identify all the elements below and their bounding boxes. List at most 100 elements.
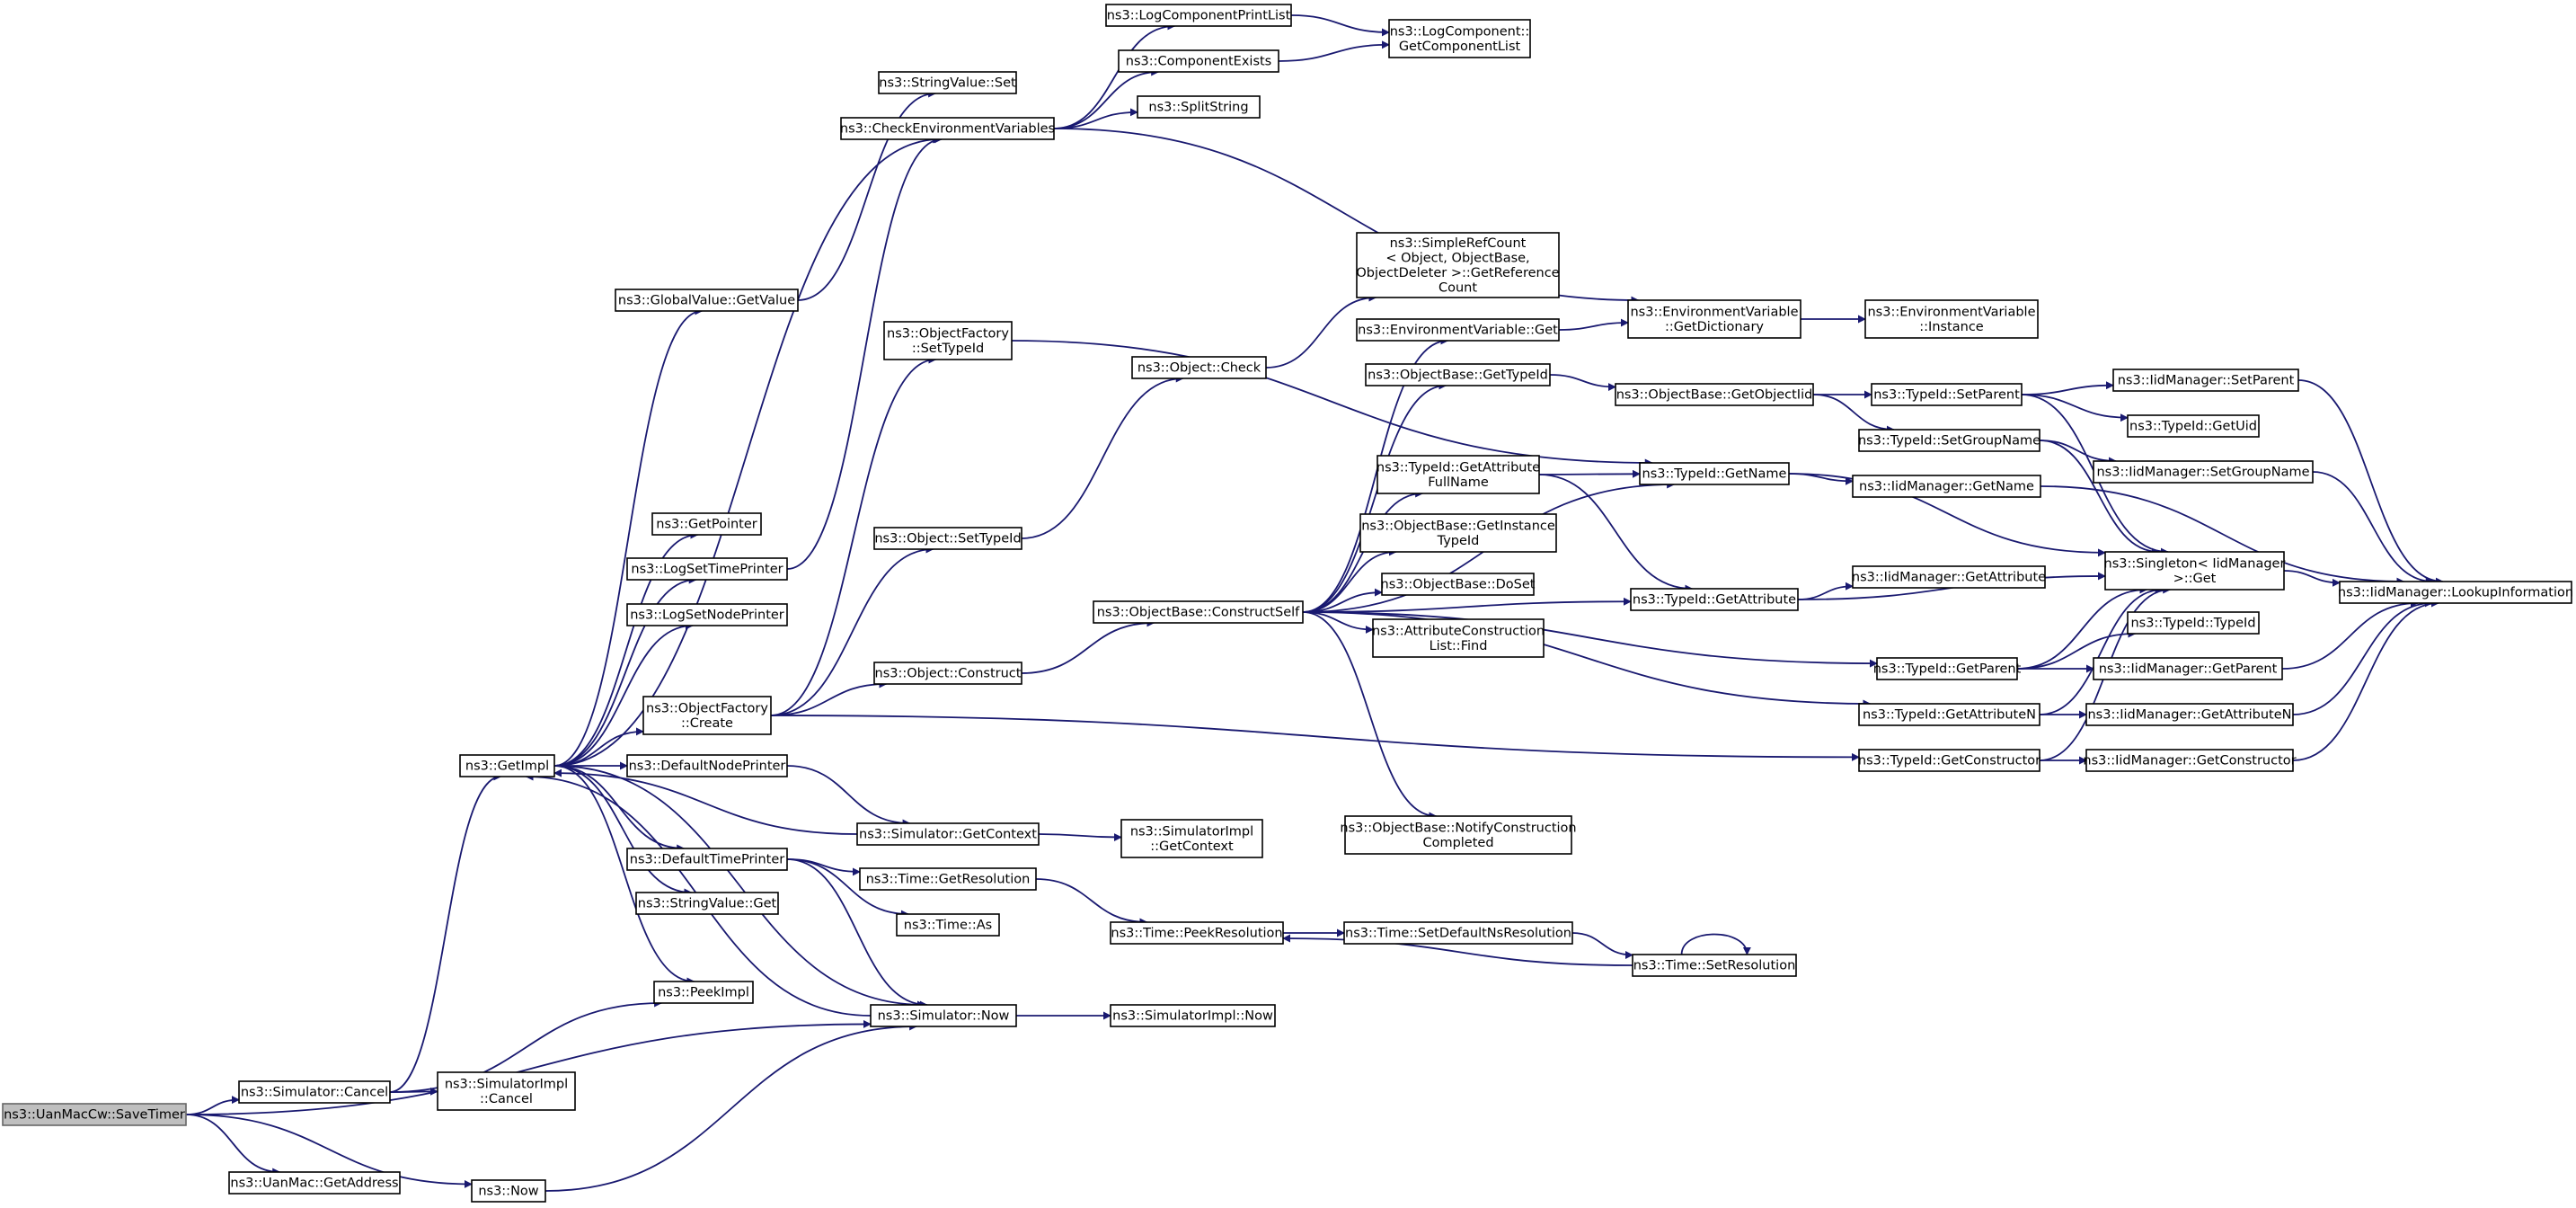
node-obj-check[interactable]: ns3::Object::Check bbox=[1131, 356, 1267, 379]
node-box bbox=[1359, 513, 1557, 553]
node-singleton-get[interactable]: ns3::Singleton< IidManager>::Get bbox=[2104, 551, 2286, 591]
node-label: ns3::SimulatorImpl bbox=[1130, 824, 1253, 839]
node-logsetnodeprinter[interactable]: ns3::LogSetNodePrinter bbox=[626, 603, 788, 626]
node-box bbox=[1615, 383, 1814, 406]
node-iid-getparent[interactable]: ns3::IidManager::GetParent bbox=[2093, 657, 2283, 680]
node-compexists[interactable]: ns3::ComponentExists bbox=[1118, 49, 1279, 73]
node-box bbox=[1632, 954, 1797, 977]
edge-tid-setparent-to-iid-setparent bbox=[2021, 381, 2114, 395]
edge-sim-cancel-to-getimpl bbox=[389, 772, 502, 1093]
node-tid-getattributen[interactable]: ns3::TypeId::GetAttributeN bbox=[1858, 703, 2040, 726]
node-tid-getattribute[interactable]: ns3::TypeId::GetAttribute bbox=[1630, 588, 1799, 611]
node-box bbox=[228, 1171, 401, 1195]
node-simplerefcount[interactable]: ns3::SimpleRefCount< Object, ObjectBase,… bbox=[1356, 232, 1560, 298]
node-box bbox=[2104, 551, 2285, 591]
node-checkenv[interactable]: ns3::CheckEnvironmentVariables bbox=[840, 117, 1055, 140]
node-ob-getobjectiid[interactable]: ns3::ObjectBase::GetObjectIid bbox=[1615, 383, 1814, 406]
node-uanmac-getaddress[interactable]: ns3::UanMac::GetAddress bbox=[228, 1171, 401, 1195]
node-ns3-now[interactable]: ns3::Now bbox=[471, 1179, 546, 1203]
edge-ob-gettypeid-to-ob-getobjectiid bbox=[1549, 374, 1616, 392]
edge-sim-getcontext-to-getimpl bbox=[553, 768, 858, 835]
node-tid-setparent[interactable]: ns3::TypeId::SetParent bbox=[1871, 383, 2023, 406]
node-of-create[interactable]: ns3::ObjectFactory::Create bbox=[642, 696, 772, 735]
node-logcompprintlist[interactable]: ns3::LogComponentPrintList bbox=[1105, 4, 1292, 27]
node-simimpl-getcontext[interactable]: ns3::SimulatorImpl::GetContext bbox=[1120, 819, 1263, 858]
node-sim-getcontext[interactable]: ns3::Simulator::GetContext bbox=[856, 822, 1040, 846]
node-envvar-getdict[interactable]: ns3::EnvironmentVariable::GetDictionary bbox=[1627, 299, 1801, 339]
node-time-peekresolution[interactable]: ns3::Time::PeekResolution bbox=[1110, 921, 1284, 945]
node-box bbox=[870, 1004, 1017, 1027]
node-tid-getconstructor[interactable]: ns3::TypeId::GetConstructor bbox=[1858, 749, 2040, 772]
node-envvar-instance[interactable]: ns3::EnvironmentVariable::Instance bbox=[1864, 299, 2039, 339]
node-sim-now[interactable]: ns3::Simulator::Now bbox=[870, 1004, 1017, 1027]
node-sv-get[interactable]: ns3::StringValue::Get bbox=[635, 892, 779, 915]
node-tid-typeid[interactable]: ns3::TypeId::TypeId bbox=[2127, 611, 2260, 635]
node-iid-setparent[interactable]: ns3::IidManager::SetParent bbox=[2112, 369, 2299, 392]
node-sim-cancel[interactable]: ns3::Simulator::Cancel bbox=[238, 1080, 391, 1104]
edge-iid-getconstructor-to-iid-lookupinfo bbox=[2292, 599, 2439, 761]
node-getpointer[interactable]: ns3::GetPointer bbox=[651, 512, 762, 536]
node-ob-notify[interactable]: ns3::ObjectBase::NotifyConstructionCompl… bbox=[1340, 815, 1577, 855]
node-simimpl-cancel[interactable]: ns3::SimulatorImpl::Cancel bbox=[437, 1071, 576, 1111]
edge-getimpl-to-logsettimeprinter bbox=[553, 575, 697, 767]
node-ob-doset[interactable]: ns3::ObjectBase::DoSet bbox=[1381, 573, 1536, 596]
node-box bbox=[1343, 921, 1573, 945]
node-label: >::Get bbox=[2173, 572, 2217, 586]
node-envvar-get[interactable]: ns3::EnvironmentVariable::Get bbox=[1356, 318, 1560, 342]
node-defaulttimeprinter[interactable]: ns3::DefaultTimePrinter bbox=[626, 848, 788, 871]
edge-iid-getname-to-iid-lookupinfo bbox=[2040, 485, 2405, 586]
node-iid-getconstructor[interactable]: ns3::IidManager::GetConstructor bbox=[2083, 749, 2297, 772]
node-box bbox=[1876, 657, 2018, 680]
node-time-getresolution[interactable]: ns3::Time::GetResolution bbox=[859, 867, 1037, 891]
node-peekimpl[interactable]: ns3::PeekImpl bbox=[653, 981, 754, 1004]
edge-tid-getattrfullname-to-tid-getattribute bbox=[1538, 474, 1694, 593]
node-of-settypeid[interactable]: ns3::ObjectFactory::SetTypeId bbox=[883, 321, 1013, 360]
node-logsettimeprinter[interactable]: ns3::LogSetTimePrinter bbox=[626, 557, 788, 581]
node-splitstring[interactable]: ns3::SplitString bbox=[1137, 95, 1261, 119]
node-iid-getattribute[interactable]: ns3::IidManager::GetAttribute bbox=[1852, 565, 2046, 589]
edge-sim-getcontext-to-simimpl-getcontext bbox=[1038, 833, 1122, 842]
edge-tid-getparent-to-tid-typeid bbox=[2016, 629, 2137, 670]
node-box bbox=[856, 822, 1040, 846]
node-label: ns3::LogComponent:: bbox=[1390, 24, 1530, 39]
edge-getimpl-to-getpointer bbox=[553, 530, 699, 767]
node-tid-getname[interactable]: ns3::TypeId::GetName bbox=[1639, 462, 1790, 485]
node-sv-set[interactable]: ns3::StringValue::Set bbox=[878, 71, 1017, 94]
node-time-setresolution[interactable]: ns3::Time::SetResolution bbox=[1632, 954, 1797, 977]
edge-of-settypeid-to-tid-getname bbox=[1011, 340, 1653, 467]
node-label: ns3::UanMacCw::SaveTimer bbox=[4, 1108, 185, 1123]
node-iid-setgroupname[interactable]: ns3::IidManager::SetGroupName bbox=[2093, 460, 2314, 484]
edge-checkenv-to-compexists bbox=[1053, 67, 1160, 129]
node-tid-getparent[interactable]: ns3::TypeId::GetParent bbox=[1873, 657, 2022, 680]
node-time-setdefaultns[interactable]: ns3::Time::SetDefaultNsResolution bbox=[1343, 921, 1573, 945]
node-ob-gettypeid[interactable]: ns3::ObjectBase::GetTypeId bbox=[1365, 363, 1551, 386]
node-label: ns3::TypeId::GetAttributeN bbox=[1863, 708, 2036, 723]
node-tid-setgroupname[interactable]: ns3::TypeId::SetGroupName bbox=[1858, 429, 2040, 452]
node-obj-construct[interactable]: ns3::Object::Construct bbox=[873, 662, 1022, 685]
edge-savetimer-to-uanmac-getaddress bbox=[185, 1114, 281, 1177]
node-box bbox=[840, 117, 1055, 140]
node-savetimer[interactable]: ns3::UanMacCw::SaveTimer bbox=[2, 1103, 187, 1126]
node-box bbox=[642, 696, 772, 735]
node-tid-getuid[interactable]: ns3::TypeId::GetUid bbox=[2127, 414, 2260, 438]
node-obj-settypeid[interactable]: ns3::Object::SetTypeId bbox=[873, 527, 1022, 550]
node-time-as[interactable]: ns3::Time::As bbox=[896, 913, 1000, 937]
node-iid-getattributen[interactable]: ns3::IidManager::GetAttributeN bbox=[2085, 703, 2294, 726]
node-label: ns3::PeekImpl bbox=[658, 986, 749, 1000]
node-iid-getname[interactable]: ns3::IidManager::GetName bbox=[1852, 475, 2041, 498]
node-getimpl[interactable]: ns3::GetImpl bbox=[459, 754, 555, 777]
node-defaultnodeprinter[interactable]: ns3::DefaultNodePrinter bbox=[626, 754, 788, 777]
edge-logsettimeprinter-to-checkenv bbox=[786, 135, 943, 570]
edge-tid-getname-to-singleton-get bbox=[1788, 473, 2106, 557]
node-ob-constructself[interactable]: ns3::ObjectBase::ConstructSelf bbox=[1093, 600, 1304, 624]
node-box bbox=[1344, 815, 1572, 855]
node-logcomp-getlist[interactable]: ns3::LogComponent::GetComponentList bbox=[1388, 19, 1531, 58]
node-box bbox=[459, 754, 555, 777]
node-gv-getvalue[interactable]: ns3::GlobalValue::GetValue bbox=[615, 289, 799, 312]
node-iid-lookupinfo[interactable]: ns3::IidManager::LookupInformation bbox=[2338, 581, 2573, 604]
node-simimpl-now[interactable]: ns3::SimulatorImpl::Now bbox=[1110, 1004, 1276, 1027]
edge-envvar-get-to-envvar-getdict bbox=[1558, 318, 1629, 331]
